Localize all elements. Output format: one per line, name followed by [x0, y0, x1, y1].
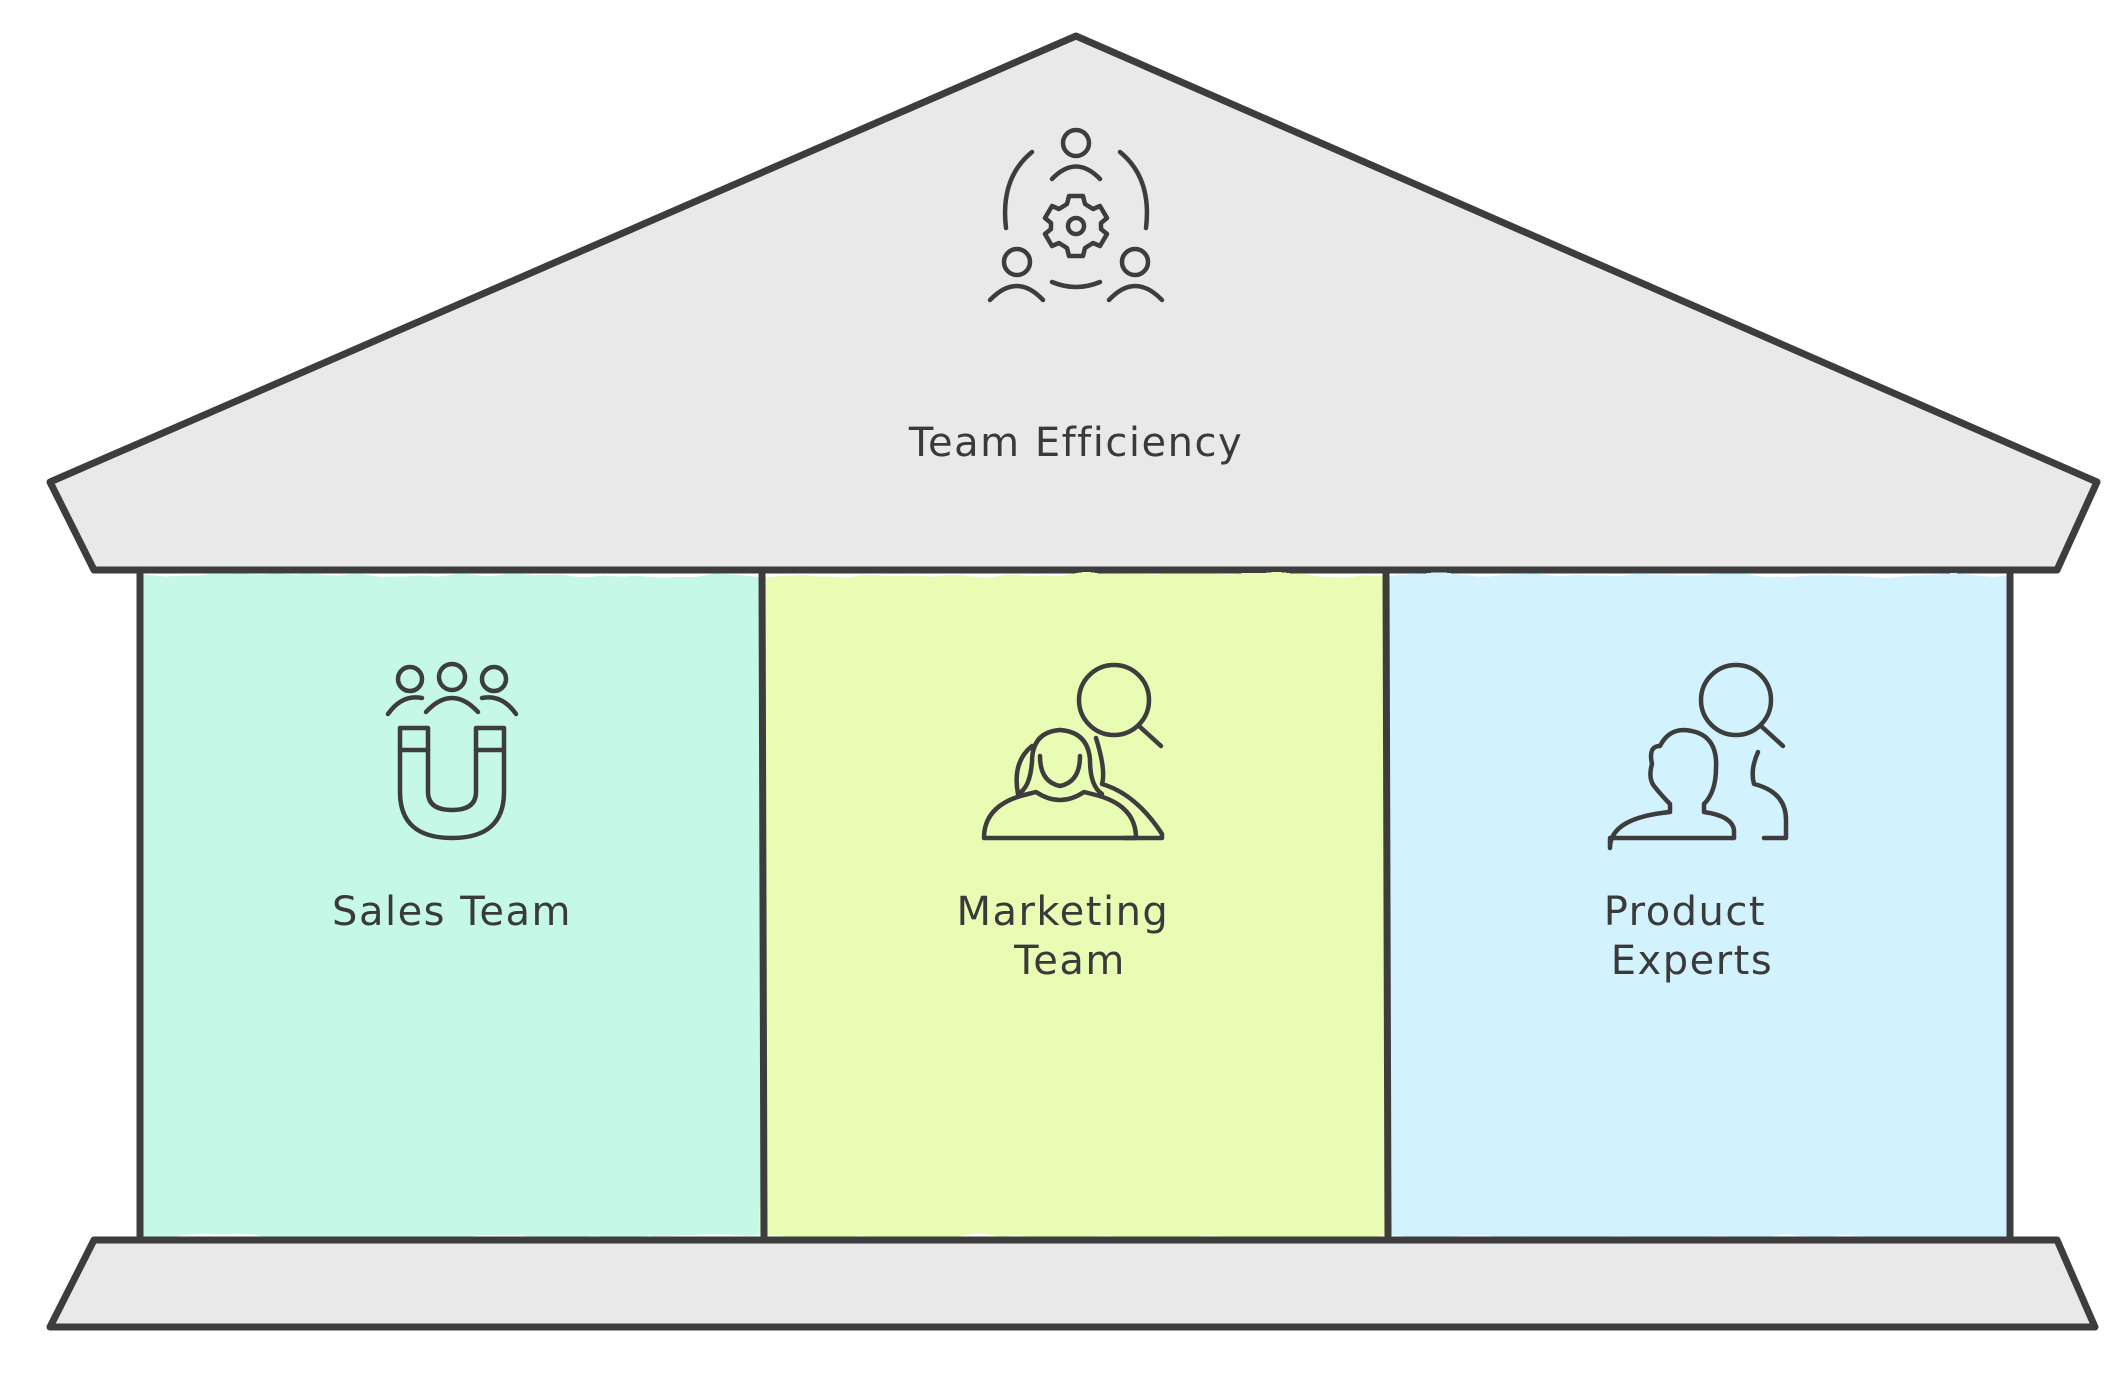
roof-label: Team Efficiency — [908, 420, 1243, 466]
pillar-marketing-team-label-line-1: Marketing — [956, 889, 1169, 935]
pillar-marketing-team-label: Marketing Team — [956, 889, 1183, 984]
team-gear-icon — [987, 127, 1165, 303]
roof: Team Efficiency — [46, 32, 2101, 574]
pillar-product-experts-fill — [1386, 575, 2010, 1237]
people-magnet-icon — [385, 661, 519, 841]
people-search-icon — [981, 662, 1165, 841]
pillar-product-experts: Product Experts — [1386, 575, 2010, 1237]
base-fill — [50, 1240, 2095, 1327]
pillar-outlines — [136, 566, 2014, 1241]
roof-outline — [46, 32, 2101, 574]
pillars: Sales Team Marketing Team — [136, 566, 2014, 1241]
pillar-sales-team-fill — [140, 575, 762, 1237]
person-search-icon — [1607, 662, 1789, 851]
roof-fill — [50, 36, 2097, 570]
pillar-sales-team-label-line-1: Sales Team — [332, 889, 572, 935]
pillar-sales-team: Sales Team — [140, 575, 762, 1237]
pillar-product-experts-label-line-1: Product — [1604, 889, 1766, 935]
pillar-product-experts-label: Product Experts — [1604, 889, 1781, 984]
pillar-marketing-team: Marketing Team — [762, 575, 1386, 1237]
base — [46, 1236, 2099, 1331]
pillar-sales-team-label: Sales Team — [332, 889, 572, 935]
pillar-marketing-team-fill — [762, 575, 1386, 1237]
pillar-marketing-team-label-line-2: Team — [1013, 938, 1126, 984]
base-outline — [46, 1236, 2099, 1331]
pillar-product-experts-label-line-2: Experts — [1611, 938, 1773, 984]
